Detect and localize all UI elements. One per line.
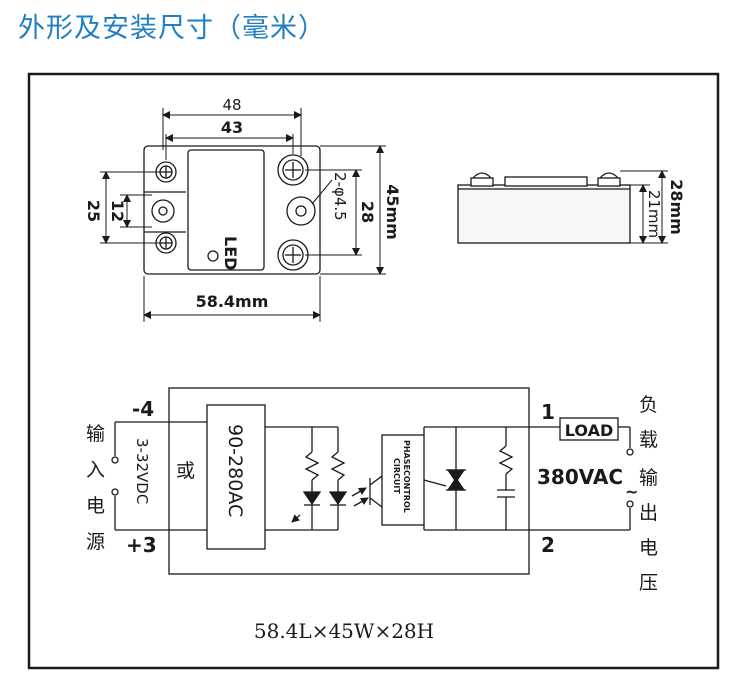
load-char: 负 <box>639 394 658 416</box>
input-label-char: 入 <box>86 459 105 481</box>
dim-48: 48 <box>222 96 241 114</box>
input-pos-terminal: +3 <box>126 533 157 557</box>
footer-dimensions: 58.4L×45W×28H <box>254 619 434 643</box>
screw-icon <box>277 154 309 186</box>
ac-range-label: 90-280AC <box>224 424 246 517</box>
dc-range-label: 3-32VDC <box>133 438 151 504</box>
led-label: LED <box>221 236 240 270</box>
led-icon <box>207 250 219 262</box>
phase-control-label: CIRCUIT <box>392 458 401 494</box>
load-char: 载 <box>639 429 658 451</box>
resistor-icon <box>304 451 320 481</box>
output-char: 压 <box>639 572 658 594</box>
dim-12: 12 <box>108 200 127 222</box>
or-label: 或 <box>176 460 195 482</box>
dim-45mm: 45mm <box>383 184 402 240</box>
mount-hole-icon <box>151 199 175 223</box>
mount-hole-icon <box>286 196 316 226</box>
dim-28: 28 <box>358 201 377 223</box>
screw-icon <box>277 239 309 271</box>
resistor-icon <box>330 451 346 481</box>
dim-58mm: 58.4mm <box>196 292 269 311</box>
top-view <box>143 145 321 275</box>
label-window <box>187 149 265 271</box>
load-label: LOAD <box>565 421 613 440</box>
circuit-box <box>168 387 530 575</box>
dim-21mm: 21mm <box>645 190 663 238</box>
circuit <box>111 387 634 575</box>
side-view <box>457 172 631 244</box>
dim-25: 25 <box>84 200 103 222</box>
input-label-char: 源 <box>86 531 105 553</box>
output-char: 输 <box>639 467 658 489</box>
relay-body-top <box>143 145 321 275</box>
hole-label: 2-φ4.5 <box>331 172 349 221</box>
led-diode-icon <box>302 491 322 506</box>
phase-control-label: PHASECONTROL <box>402 440 411 513</box>
input-neg-terminal: -4 <box>132 397 154 421</box>
resistor-icon <box>498 445 514 475</box>
ac-tilde: ~ <box>625 482 638 501</box>
load-box <box>559 417 619 441</box>
page-title: 外形及安装尺寸（毫米） <box>18 13 326 44</box>
led-diode-icon <box>328 491 348 506</box>
dim-28mm: 28mm <box>667 179 686 235</box>
voltage-label: 380VAC <box>537 465 623 489</box>
input-label-char: 输 <box>86 423 105 445</box>
input-label-char: 电 <box>86 495 105 517</box>
ac-module <box>206 404 266 550</box>
output-char: 电 <box>639 537 658 559</box>
output-char: 出 <box>639 502 658 524</box>
terminal-1: 1 <box>541 400 555 424</box>
terminal-2: 2 <box>541 533 555 557</box>
outer-frame <box>27 72 720 670</box>
relay-body-side <box>457 184 631 244</box>
dim-43: 43 <box>221 118 243 137</box>
